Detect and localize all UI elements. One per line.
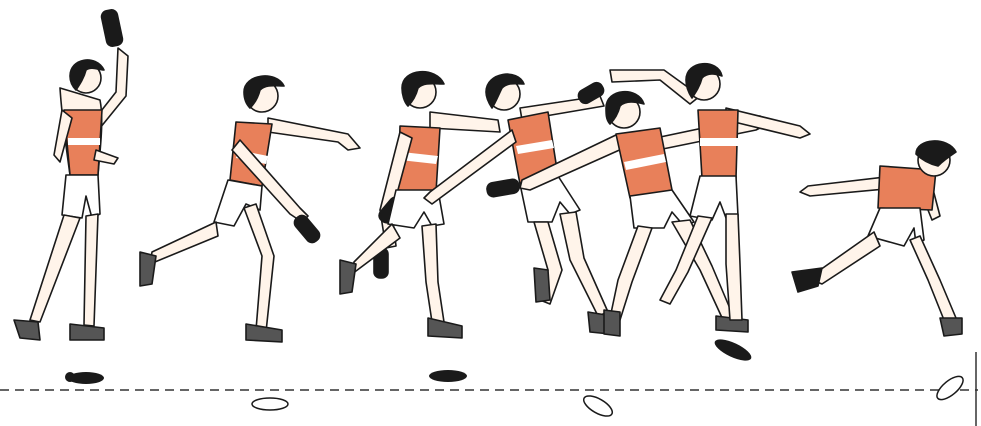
footprint-3	[429, 370, 467, 382]
footprint-2	[252, 398, 288, 410]
